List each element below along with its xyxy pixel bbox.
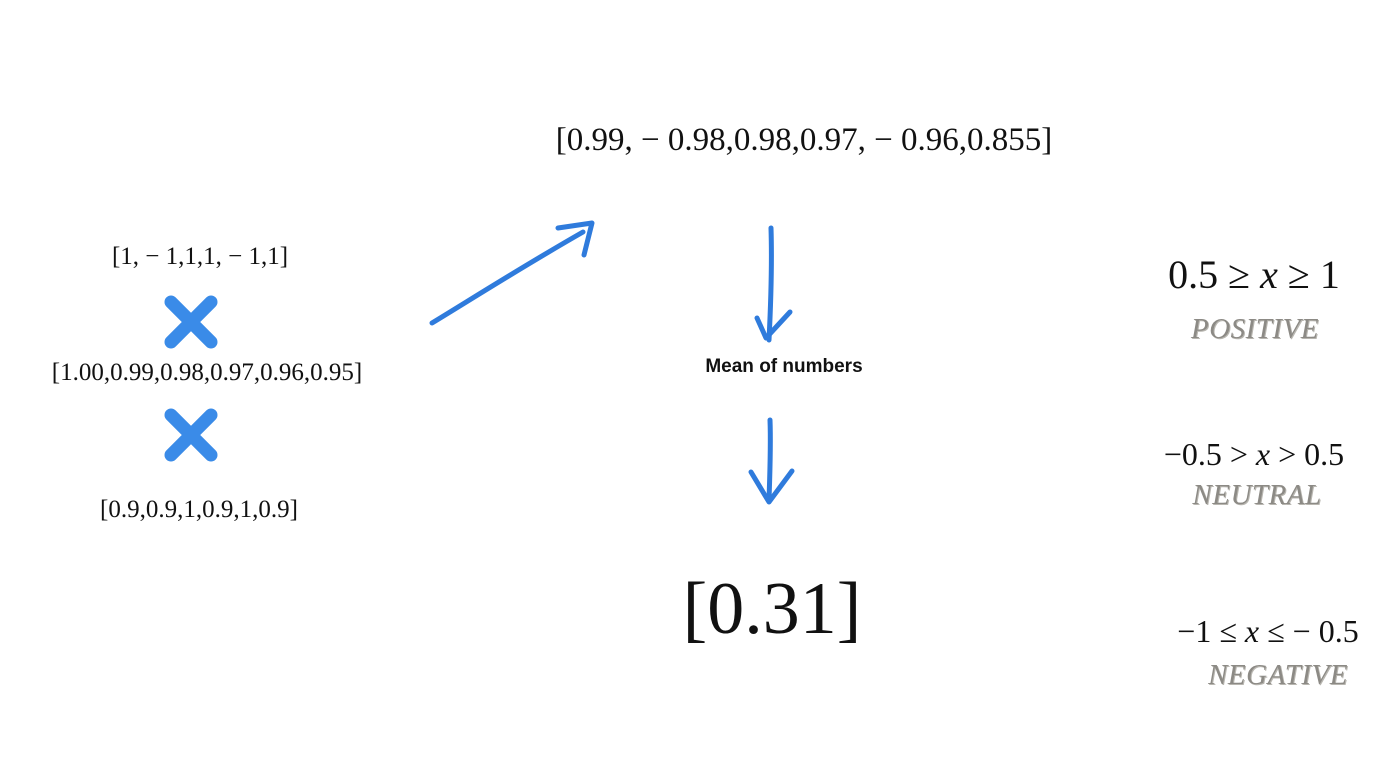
arrow-to-product-icon bbox=[429, 229, 586, 326]
positive-condition: 0.5 ≥ x ≥ 1 bbox=[1168, 252, 1340, 297]
multiply-cross-icon bbox=[164, 408, 218, 462]
neutral-label: NEUTRAL bbox=[1192, 479, 1322, 511]
result-value: [0.31] bbox=[682, 568, 862, 650]
multiply-cross-icon bbox=[164, 295, 218, 349]
positive-label: POSITIVE bbox=[1190, 313, 1320, 345]
vector-c: [0.9,0.9,1,0.9,1,0.9] bbox=[100, 496, 298, 523]
product-vector: [0.99, − 0.98,0.98,0.97, − 0.96,0.855] bbox=[555, 122, 1053, 158]
mean-step-label: Mean of numbers bbox=[705, 356, 863, 377]
vector-a: [1, − 1,1,1, − 1,1] bbox=[111, 243, 289, 270]
negative-label: NEGATIVE bbox=[1208, 659, 1348, 691]
negative-condition: −1 ≤ x ≤ − 0.5 bbox=[1177, 613, 1359, 649]
neutral-condition: −0.5 > x > 0.5 bbox=[1163, 436, 1345, 472]
vector-b: [1.00,0.99,0.98,0.97,0.96,0.95] bbox=[51, 359, 363, 386]
arrow-down-icon bbox=[766, 417, 773, 503]
arrow-down-icon bbox=[766, 225, 774, 343]
